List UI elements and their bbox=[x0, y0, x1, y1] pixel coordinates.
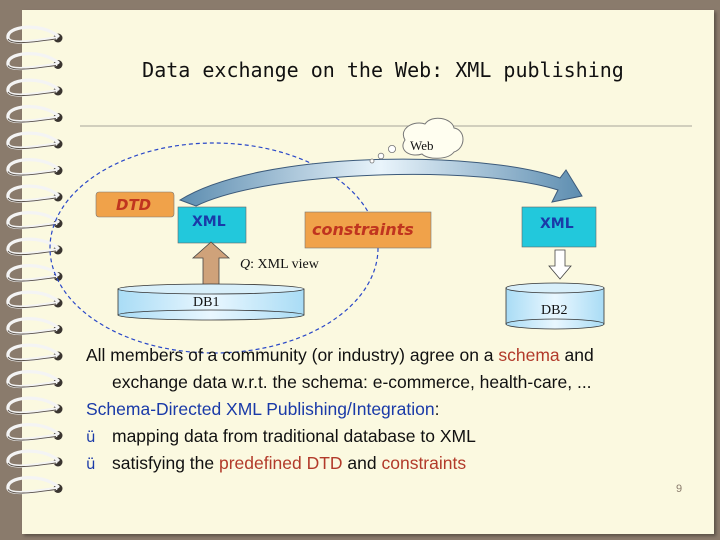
query-label: Q: XML view bbox=[240, 257, 319, 273]
constraints-word: constraints bbox=[381, 453, 467, 473]
web-label: Web bbox=[410, 138, 434, 153]
ring-shadow bbox=[7, 224, 57, 229]
schema-directed-heading: Schema-Directed XML Publishing/Integrati… bbox=[86, 399, 435, 419]
xml-right-label: XML bbox=[540, 216, 574, 232]
ring-shadow bbox=[7, 303, 57, 309]
ring-shadow bbox=[7, 383, 57, 388]
xml-left-label: XML bbox=[192, 214, 226, 230]
spiral-ring-icon bbox=[6, 449, 60, 468]
bubble-dot-large bbox=[387, 144, 396, 153]
spiral-ring-icon bbox=[6, 317, 60, 336]
slide-title: Data exchange on the Web: XML publishing bbox=[142, 58, 624, 82]
body-line-1-start: All members of a community (or industry)… bbox=[86, 345, 499, 365]
spiral-ring-icon bbox=[6, 264, 60, 283]
body-line-1-end: and bbox=[559, 345, 594, 365]
ring-shadow bbox=[7, 436, 57, 441]
web-exchange-arrow bbox=[178, 158, 583, 207]
xml-left-box bbox=[177, 206, 247, 244]
ring-shadow bbox=[7, 118, 57, 123]
db2-label: DB2 bbox=[541, 303, 568, 318]
xml-right-box bbox=[521, 206, 597, 248]
bullet-1-text: mapping data from traditional database t… bbox=[112, 426, 476, 446]
spiral-ring-icon bbox=[6, 290, 60, 309]
db2-cylinder bbox=[505, 282, 605, 330]
ring-shadow bbox=[7, 38, 57, 44]
constraints-box bbox=[304, 211, 432, 249]
spiral-binding bbox=[6, 25, 63, 495]
spiral-ring-icon bbox=[6, 158, 60, 177]
ring-shadow bbox=[7, 171, 57, 176]
dtd-box bbox=[95, 191, 175, 218]
spiral-ring-icon bbox=[6, 343, 60, 362]
constraints-label: constraints bbox=[312, 220, 414, 239]
spiral-ring-icon bbox=[6, 105, 60, 124]
bubble-dot-medium bbox=[377, 152, 385, 160]
ring-shadow bbox=[7, 91, 57, 97]
bullet-2-start: satisfying the bbox=[112, 453, 219, 473]
db1-to-xml-arrow bbox=[191, 241, 231, 287]
spiral-ring-icon bbox=[6, 78, 60, 97]
body-line-3: Schema-Directed XML Publishing/Integrati… bbox=[86, 399, 439, 420]
bullet-2: ü satisfying the predefined DTD and const… bbox=[86, 453, 466, 474]
spiral-ring-icon bbox=[6, 396, 60, 415]
spiral-ring-icon bbox=[6, 131, 60, 150]
dtd-label: DTD bbox=[116, 196, 152, 214]
checkmark-icon: ü bbox=[86, 455, 96, 473]
ring-shadow bbox=[7, 277, 57, 282]
page-number: 9 bbox=[676, 483, 683, 495]
body-line-2: exchange data w.r.t. the schema: e-comme… bbox=[112, 372, 592, 392]
ring-shadow bbox=[7, 330, 57, 335]
ring-shadow bbox=[7, 409, 57, 415]
ring-shadow bbox=[7, 250, 57, 256]
bubble-dot-small bbox=[369, 158, 375, 164]
checkmark-icon: ü bbox=[86, 428, 96, 446]
db1-label: DB1 bbox=[193, 295, 220, 310]
ring-shadow bbox=[7, 489, 57, 494]
spiral-ring-icon bbox=[6, 370, 60, 389]
spiral-ring-icon bbox=[6, 52, 60, 71]
ring-shadow bbox=[7, 356, 57, 362]
spiral-ring-icon bbox=[6, 184, 60, 203]
spiral-ring-icon bbox=[6, 423, 60, 442]
bullet-1: ü mapping data from traditional database … bbox=[86, 426, 476, 447]
heading-colon: : bbox=[434, 399, 440, 419]
spiral-ring-icon bbox=[6, 476, 60, 495]
slide-canvas bbox=[22, 10, 714, 534]
spiral-ring-icon bbox=[6, 211, 60, 230]
xml-to-db2-arrow bbox=[548, 249, 572, 280]
schema-word: schema bbox=[498, 345, 560, 365]
query-text: : XML view bbox=[250, 257, 319, 272]
ring-shadow bbox=[7, 65, 57, 70]
body-line-1: All members of a community (or industry)… bbox=[86, 345, 594, 366]
spiral-ring-icon bbox=[6, 25, 60, 44]
ring-shadow bbox=[7, 462, 57, 468]
predefined-dtd-phrase: predefined DTD bbox=[219, 453, 343, 473]
ring-shadow bbox=[7, 144, 57, 150]
spiral-ring-icon bbox=[6, 237, 60, 256]
ring-shadow bbox=[7, 197, 57, 203]
db1-cylinder bbox=[117, 283, 305, 321]
bullet-2-and: and bbox=[342, 453, 382, 473]
web-cloud bbox=[402, 117, 464, 159]
query-symbol: Q bbox=[240, 257, 251, 272]
